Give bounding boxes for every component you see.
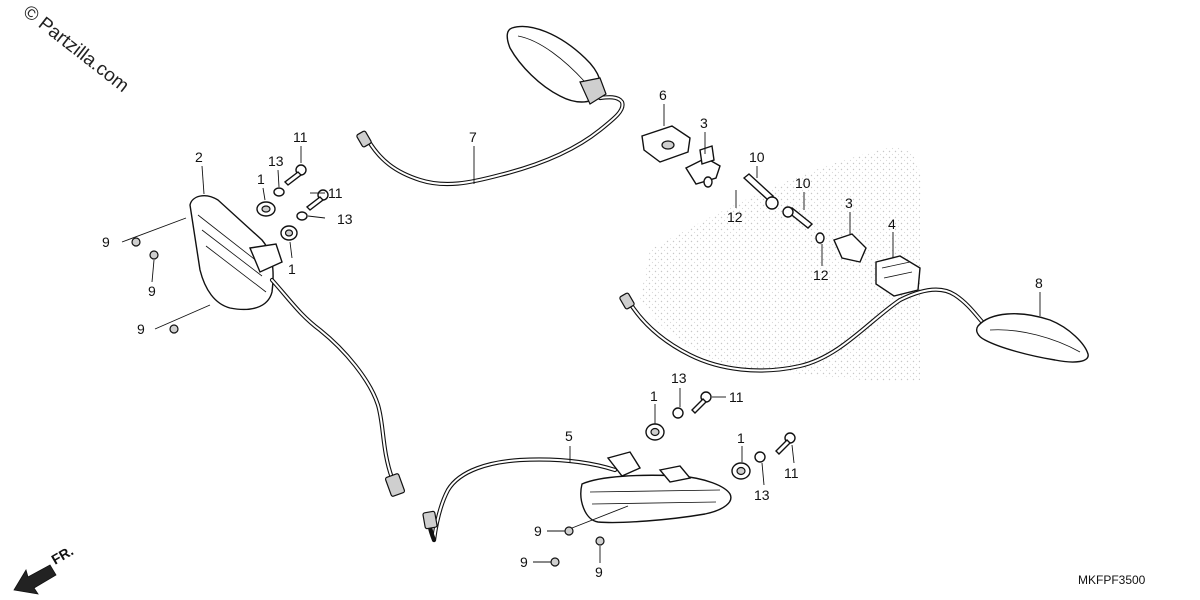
nut-9-lower-a [564,526,574,536]
wire-harness-8 [619,287,988,373]
screw-11-lower-a [691,391,712,414]
callout-1-lower-a: 1 [650,388,658,404]
washer-13-lower-b [754,451,766,463]
bracket-3-lower [833,233,867,263]
callout-6: 6 [659,87,667,103]
callout-9-lower-c: 9 [595,564,603,580]
nut-9-left-b [149,250,159,260]
callout-3-lower: 3 [845,195,853,211]
watermark: © Partzilla.com [19,1,133,96]
grommet-1-left-a [256,201,276,217]
turn-signal-8 [976,313,1089,363]
nut-9-lower-c [595,536,605,546]
callout-4: 4 [888,216,896,232]
callout-2: 2 [195,149,203,165]
light-lens-2 [189,194,283,311]
front-direction-arrow: FR. [13,542,77,595]
callout-12-lower: 12 [813,267,829,283]
washer-13-lower-a [672,407,684,419]
screw-11-left-b [305,189,329,211]
bracket-3-upper [684,145,721,185]
callout-13-lower-b: 13 [754,487,770,503]
washer-12-upper [703,176,713,188]
bolt-10-lower [782,206,814,229]
callout-7: 7 [469,129,477,145]
callout-1-left-a: 1 [257,171,265,187]
washer-13-left-a [273,187,285,197]
wire-harness-7 [356,95,625,187]
screw-11-left-a [283,164,307,186]
callout-13-left-a: 13 [268,153,284,169]
grommet-1-lower-a [645,423,665,441]
callout-9-left-b: 9 [148,283,156,299]
callout-11-lower-a: 11 [729,389,744,405]
wire-harness-left [269,277,406,497]
bolt-10-upper [742,173,779,210]
connector-4 [875,255,921,297]
callout-9-lower-b: 9 [520,554,528,570]
callout-9-lower-a: 9 [534,523,542,539]
callout-13-lower-a: 13 [671,370,687,386]
callout-5: 5 [565,428,573,444]
background-shading [640,147,921,382]
callout-1-left-b: 1 [288,261,296,277]
callout-9-left-c: 9 [137,321,145,337]
leader-lines [121,104,1041,563]
callout-13-left-b: 13 [337,211,353,227]
callout-11-left-a: 11 [293,129,308,145]
callout-10-lower: 10 [795,175,811,191]
diagram-code: MKFPF3500 [1078,573,1146,587]
grommet-1-left-b [280,225,298,241]
washer-12-lower [815,232,825,244]
light-lens-5 [580,451,732,524]
callout-11-left-b: 11 [328,185,343,201]
callout-1-lower-b: 1 [737,430,745,446]
turn-signal-upper [506,25,607,105]
callout-8: 8 [1035,275,1043,291]
front-arrow-icon [13,564,57,595]
callout-11-lower-b: 11 [784,465,799,481]
wire-harness-lower [422,457,618,543]
callout-3-upper: 3 [700,115,708,131]
washer-13-left-b [296,211,308,221]
callout-9-left-a: 9 [102,234,110,250]
callout-10-upper: 10 [749,149,765,165]
front-arrow-label: FR. [49,542,77,567]
rubber-mount-6 [641,125,691,163]
callout-labels: 2 1 13 11 11 13 1 9 9 9 7 6 3 10 10 3 4 … [102,87,1043,580]
grommet-1-lower-b [731,462,751,480]
nut-9-left-c [169,324,179,334]
screw-11-lower-b [775,432,796,455]
callout-12-upper: 12 [727,209,743,225]
nut-9-lower-b [550,557,560,567]
nut-9-left-a [131,237,141,247]
